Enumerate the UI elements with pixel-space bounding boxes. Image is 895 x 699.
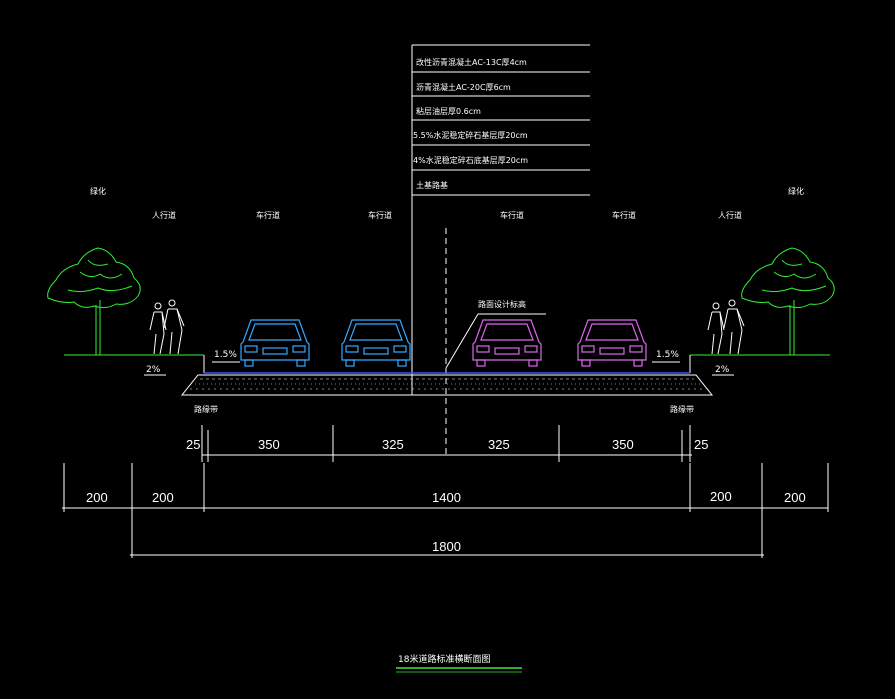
drawing-title: 18米道路标准横断面图	[398, 653, 490, 665]
road-section	[64, 354, 830, 396]
label-design-elevation: 路面设计标高	[478, 299, 526, 309]
dim-green-right: 200	[784, 490, 806, 505]
tree-right-icon	[741, 247, 835, 355]
label-lane-3: 车行道	[500, 210, 524, 220]
label-green-left: 绿化	[90, 186, 106, 196]
tree-left-icon	[47, 247, 141, 355]
dimension-row-lanes: 25 350 325 325 350 25	[186, 425, 708, 462]
layer-2: 沥青混凝土AC-20C厚6cm	[416, 82, 511, 92]
label-sidewalk-right: 人行道	[718, 210, 742, 220]
car-icon	[240, 319, 310, 367]
layer-5: 4%水泥稳定碎石底基层厚20cm	[413, 155, 528, 165]
car-icon	[472, 319, 542, 367]
dim-curb-left: 25	[186, 437, 200, 452]
label-green-right: 绿化	[788, 186, 804, 196]
label-lane-1: 车行道	[256, 210, 280, 220]
label-curb-left: 路缘带	[194, 404, 218, 414]
dim-lane-3: 325	[488, 437, 510, 452]
layer-4: 5.5%水泥稳定碎石基层厚20cm	[413, 130, 528, 140]
layer-1: 改性沥青混凝土AC-13C厚4cm	[416, 57, 527, 67]
car-icon	[577, 319, 647, 367]
dim-green-left: 200	[86, 490, 108, 505]
drawing-title-block: 18米道路标准横断面图	[396, 653, 522, 673]
dim-curb-right: 25	[694, 437, 708, 452]
pavement-layer-table: 改性沥青混凝土AC-13C厚4cm 沥青混凝土AC-20C厚6cm 粘层油层厚0…	[411, 44, 590, 395]
slope-road-right: 1.5%	[656, 350, 679, 360]
pedestrians-right-icon	[707, 299, 745, 355]
layer-3: 粘层油层厚0.6cm	[416, 106, 481, 116]
dim-walk-right: 200	[710, 489, 732, 504]
label-lane-4: 车行道	[612, 210, 636, 220]
slope-walk-right: 2%	[715, 365, 730, 375]
dimension-row-total: 1800	[130, 539, 764, 556]
dim-lane-4: 350	[612, 437, 634, 452]
label-curb-right: 路缘带	[670, 404, 694, 414]
label-lane-2: 车行道	[368, 210, 392, 220]
design-elevation-leader: 路面设计标高	[445, 299, 546, 369]
label-sidewalk-left: 人行道	[152, 210, 176, 220]
slope-walk-left: 2%	[146, 365, 161, 375]
pedestrians-left-icon	[149, 299, 185, 355]
dim-walk-left: 200	[152, 490, 174, 505]
car-icon	[341, 319, 411, 367]
layer-6: 土基路基	[416, 180, 448, 190]
zone-labels: 绿化 绿化 人行道 车行道 车行道 车行道 车行道 人行道	[90, 186, 804, 220]
dim-lane-2: 325	[382, 437, 404, 452]
slope-road-left: 1.5%	[214, 350, 237, 360]
dim-total: 1800	[432, 539, 461, 554]
dim-carriageway: 1400	[432, 490, 461, 505]
dimension-row-widths: 200 200 1400 200 200	[62, 463, 829, 558]
slope-annotations: 1.5% 1.5% 2% 2%	[144, 350, 734, 376]
dim-lane-1: 350	[258, 437, 280, 452]
